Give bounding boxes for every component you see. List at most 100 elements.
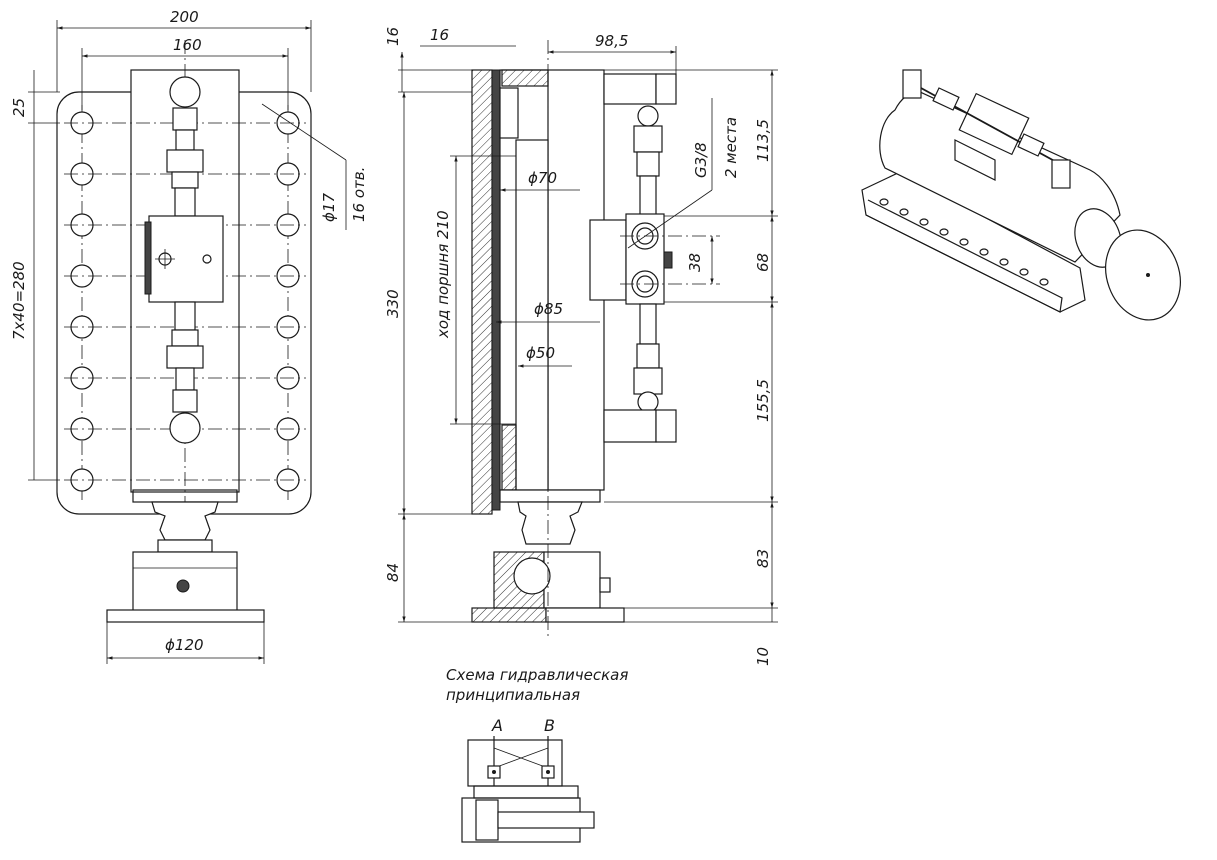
fitting-bottom-collar (171, 329, 199, 347)
side-fitting-bottom-elbow (603, 409, 657, 443)
iso-hole (979, 248, 989, 256)
iso-hole (1039, 278, 1049, 286)
iso-bracket (954, 139, 996, 181)
iso-hole (999, 258, 1009, 266)
dim-bore-85: ϕ85 (534, 300, 563, 318)
iso-base-edge (865, 199, 1063, 313)
schematic-cross-2 (493, 747, 549, 769)
side-end-cap (499, 489, 601, 503)
side-gland-top (499, 87, 519, 139)
dim-hole-count: 16 отв. (350, 167, 368, 222)
dim-hole-diameter: ϕ17 (320, 193, 338, 222)
piston-rod-neck (151, 501, 219, 541)
schematic-piston (475, 799, 499, 841)
check-valve-b-dot (546, 770, 550, 774)
side-ball-joint (513, 557, 551, 595)
dim-total-height: 330 (384, 289, 402, 318)
side-fitting-upper-stem (639, 175, 657, 217)
side-fitting-top-ball (637, 105, 659, 127)
side-fitting-lower-2 (636, 343, 660, 369)
fitting-top-body (166, 149, 204, 173)
iso-fitting-right (1051, 159, 1071, 189)
side-fitting-upper-2 (636, 151, 660, 177)
valve-block-side (144, 221, 152, 295)
iso-hole (959, 238, 969, 246)
dim-top-113: 113,5 (754, 119, 772, 162)
dim-base-10: 10 (754, 647, 772, 666)
side-head-body (543, 551, 601, 609)
dim-mid-68: 68 (754, 253, 772, 272)
side-fitting-top-nut (655, 73, 677, 105)
iso-base-holes (879, 198, 1049, 286)
schematic-title-line2: принципиальная (446, 686, 580, 704)
side-valve-plug (663, 251, 673, 269)
side-mounting-plate (471, 69, 493, 515)
fitting-top-nut (172, 107, 198, 131)
side-fitting-bottom-nut (655, 409, 677, 443)
dim-low-155: 155,5 (754, 379, 772, 422)
dim-piston-stroke: ход поршня 210 (434, 210, 452, 339)
fitting-top-stem (174, 187, 196, 217)
dim-port-thread: G3/8 (692, 142, 710, 178)
dim-port-offset: 98,5 (595, 32, 628, 50)
fitting-bottom-tube (175, 367, 195, 391)
check-valve-a-dot (492, 770, 496, 774)
side-fitting-top-elbow (603, 73, 657, 105)
fitting-top-tube (175, 129, 195, 151)
pressure-head-bolt (176, 579, 190, 593)
dim-edge-offset: 25 (10, 98, 28, 117)
iso-pad-center (1146, 273, 1150, 277)
port-b-label: B (544, 716, 555, 735)
schematic-title-line1: Схема гидравлическая (446, 666, 628, 684)
leader-port (627, 189, 713, 249)
dim-hole-pitch: 7х40=280 (10, 261, 28, 340)
side-plate-edge (491, 69, 501, 511)
dim-rod-50: ϕ50 (526, 344, 555, 362)
dim-base-diameter: ϕ120 (165, 636, 204, 654)
piston-rod-collar (157, 539, 213, 553)
dim-head-84: 84 (384, 563, 402, 582)
iso-hole (879, 198, 889, 206)
fitting-bottom-cap (169, 412, 201, 444)
side-base-plain (545, 607, 625, 623)
fitting-bottom-stem (174, 301, 196, 331)
dim-port-spacing: 38 (686, 253, 704, 272)
schematic-rod (497, 811, 595, 829)
side-base-hatch (471, 607, 547, 623)
side-fitting-lower-stem (639, 303, 657, 345)
iso-hole (919, 218, 929, 226)
dim-width-outer: 200 (170, 8, 199, 26)
port-a-label: A (491, 716, 503, 735)
dim-head-83: 83 (754, 549, 772, 568)
dim-width-holes: 160 (173, 36, 202, 54)
iso-hole (899, 208, 909, 216)
side-fitting-lower-1 (633, 367, 663, 395)
fitting-top-collar (171, 171, 199, 189)
hydraulic-schematic: Схема гидравлическая принципиальная A B (446, 666, 628, 843)
base-disc (106, 609, 265, 623)
side-view: 16 16 98,5 330 84 ход поршня 210 ϕ70 ϕ85… (384, 26, 778, 666)
fitting-bottom-body (166, 345, 204, 369)
iso-nut-left (932, 87, 960, 111)
fitting-bottom-nut (172, 389, 198, 413)
isometric-view (861, 69, 1181, 321)
dim-port-count: 2 места (722, 117, 740, 178)
side-gland-bottom (501, 424, 517, 491)
schematic-cylinder-cap (473, 785, 579, 799)
side-fitting-bottom-ball (637, 391, 659, 413)
iso-fitting-left (902, 69, 922, 99)
dim-plate-gap: 16 (430, 26, 449, 44)
front-view: 200 160 25 7х40=280 ϕ17 16 отв. ϕ120 (10, 8, 368, 664)
iso-pressure-pad (1105, 229, 1181, 321)
leader-hole (261, 103, 347, 161)
side-fitting-upper-1 (633, 125, 663, 153)
fitting-top-cap (169, 76, 201, 108)
iso-hole (939, 228, 949, 236)
iso-nut-right (1017, 133, 1045, 157)
side-top-cap-hatch (501, 69, 549, 87)
side-head-screw (599, 577, 611, 593)
dim-plate-thickness: 16 (384, 27, 402, 46)
dim-bore-70: ϕ70 (528, 169, 557, 187)
side-bore (515, 139, 549, 491)
